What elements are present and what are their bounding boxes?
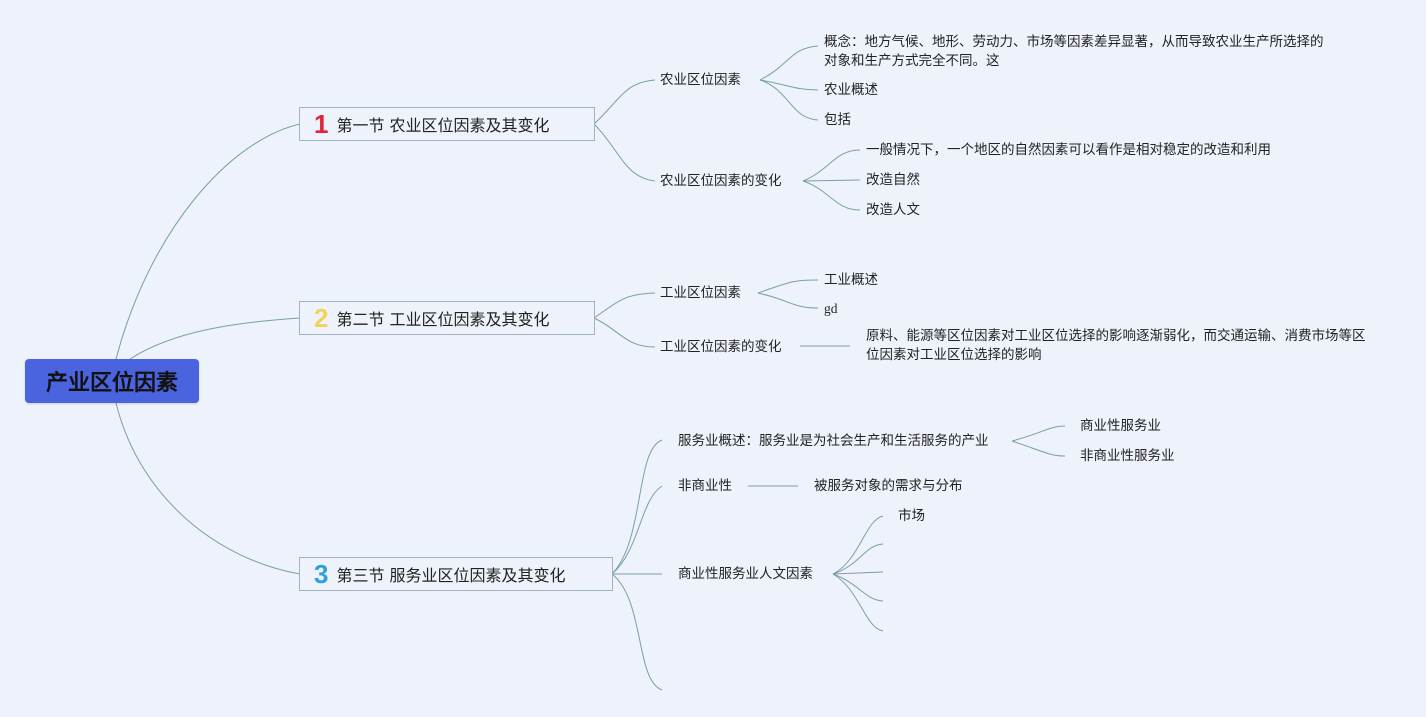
topic-agri-factors[interactable]: 农业区位因素 [660, 72, 741, 88]
topic-market[interactable]: 市场 [898, 508, 925, 524]
connector-root-s2 [129, 317, 301, 360]
number-1-icon: 1 [314, 109, 329, 139]
topic-natural-factors[interactable]: 一般情况下，一个地区的自然因素可以看作是相对稳定的改造和利用 [866, 142, 1271, 158]
topic-demand-distribution[interactable]: 被服务对象的需求与分布 [814, 478, 963, 494]
topic-service-overview[interactable]: 服务业概述：服务业是为社会生产和生活服务的产业 [678, 433, 989, 449]
section-2-topic[interactable]: 2 第二节 工业区位因素及其变化 [299, 301, 595, 335]
root-topic-label: 产业区位因素 [45, 371, 178, 396]
topic-agri-overview[interactable]: 农业概述 [824, 82, 878, 98]
section-3-topic[interactable]: 3 第三节 服务业区位因素及其变化 [299, 557, 613, 591]
section-1-topic[interactable]: 1 第一节 农业区位因素及其变化 [299, 107, 595, 141]
number-3-icon: 3 [314, 559, 329, 589]
topic-transform-humanity[interactable]: 改造人文 [866, 202, 920, 218]
connector-s1-n2 [593, 123, 656, 182]
topic-noncommercial-service[interactable]: 非商业性服务业 [1080, 448, 1175, 464]
connector-s1-n1 [593, 79, 656, 125]
section-2-title: 第二节 工业区位因素及其变化 [336, 310, 550, 329]
topic-agri-includes[interactable]: 包括 [824, 112, 851, 128]
section-3-title: 第三节 服务业区位因素及其变化 [336, 566, 566, 585]
section-1-title: 第一节 农业区位因素及其变化 [336, 116, 550, 135]
connector-root-s3 [115, 402, 301, 575]
topic-industry-change[interactable]: 工业区位因素的变化 [660, 339, 782, 355]
topic-commercial-human-factors[interactable]: 商业性服务业人文因素 [678, 566, 813, 582]
connector-root-s1 [115, 123, 301, 360]
root-topic[interactable]: 产业区位因素 [25, 359, 199, 403]
number-2-icon: 2 [314, 303, 329, 333]
topic-industry-change-desc[interactable]: 原料、能源等区位因素对工业区位选择的影响逐渐弱化，而交通运输、消费市场等区位因素… [866, 328, 1366, 363]
topic-industry-factors[interactable]: 工业区位因素 [660, 285, 741, 301]
topic-transform-nature[interactable]: 改造自然 [866, 172, 920, 188]
topic-noncommercial[interactable]: 非商业性 [678, 478, 732, 494]
topic-industry-overview[interactable]: 工业概述 [824, 272, 878, 288]
topic-gd[interactable]: gd [824, 301, 838, 316]
topic-agri-concept[interactable]: 概念：地方气候、地形、劳动力、市场等因素差异显著，从而导致农业生产所选择的对象和… [824, 34, 1324, 69]
topic-agri-change[interactable]: 农业区位因素的变化 [660, 173, 782, 189]
topic-commercial-service[interactable]: 商业性服务业 [1080, 418, 1161, 434]
